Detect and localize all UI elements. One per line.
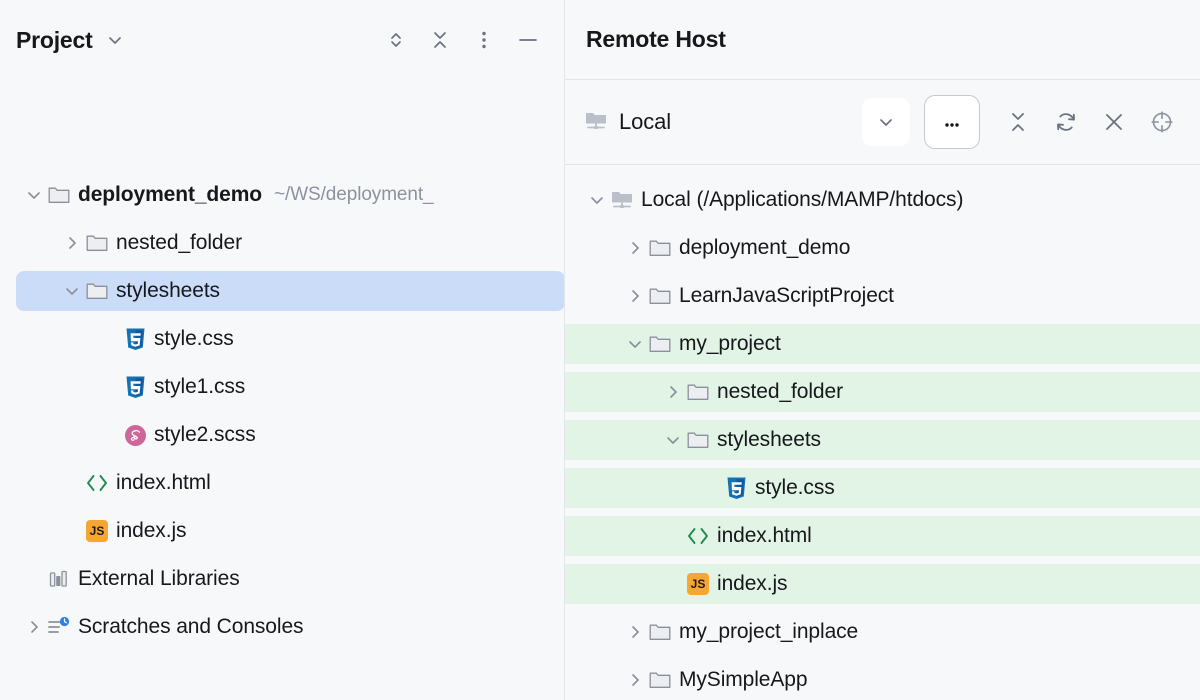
library-icon bbox=[46, 567, 72, 591]
tree-item-label: nested_folder bbox=[116, 231, 242, 254]
tree-item-label: index.js bbox=[116, 519, 187, 542]
css-icon bbox=[122, 327, 148, 351]
folder-icon bbox=[84, 279, 110, 303]
js-icon: JS bbox=[685, 572, 711, 596]
tree-item-learnjavascriptproject[interactable]: LearnJavaScriptProject bbox=[565, 276, 1200, 316]
tree-item-index-js[interactable]: JS index.js bbox=[16, 511, 564, 551]
css-icon bbox=[122, 375, 148, 399]
folder-icon bbox=[647, 332, 673, 356]
tree-item-label: index.js bbox=[717, 572, 788, 595]
tree-item-nested-folder[interactable]: nested_folder bbox=[16, 223, 564, 263]
tree-item-label: style.css bbox=[154, 327, 234, 350]
remote-host-title: Remote Host bbox=[586, 26, 726, 52]
chevron-right-icon[interactable] bbox=[623, 620, 647, 644]
tree-item-label: style.css bbox=[755, 476, 835, 499]
chevron-down-icon[interactable] bbox=[105, 30, 125, 50]
collapse-all-icon[interactable] bbox=[418, 18, 462, 62]
js-icon: JS bbox=[84, 519, 110, 543]
chevron-down-icon[interactable] bbox=[661, 428, 685, 452]
chevron-right-icon[interactable] bbox=[22, 615, 46, 639]
tree-item-label: index.html bbox=[717, 524, 812, 547]
chevron-down-icon[interactable] bbox=[22, 183, 46, 207]
tree-item-label: LearnJavaScriptProject bbox=[679, 284, 894, 307]
html-icon bbox=[84, 471, 110, 495]
tree-item-stylesheets[interactable]: stylesheets bbox=[16, 271, 564, 311]
chevron-down-icon[interactable] bbox=[862, 98, 910, 146]
tree-item-index-html[interactable]: index.html bbox=[16, 463, 564, 503]
remote-host-icon bbox=[583, 107, 609, 138]
remote-host-tree: Local (/Applications/MAMP/htdocs) deploym… bbox=[565, 165, 1200, 700]
tree-item-label: deployment_demo bbox=[78, 183, 263, 206]
tree-item-label: nested_folder bbox=[717, 380, 843, 403]
tree-item-style1-css[interactable]: style1.css bbox=[16, 367, 564, 407]
tree-item-style-css[interactable]: style.css bbox=[16, 319, 564, 359]
tree-item-label: deployment_demo bbox=[679, 236, 851, 259]
chevron-down-icon[interactable] bbox=[623, 332, 647, 356]
tree-item-mysimpleapp[interactable]: MySimpleApp bbox=[565, 660, 1200, 700]
tree-item-index-js[interactable]: JS index.js bbox=[565, 564, 1200, 604]
project-panel: Project bbox=[0, 0, 565, 700]
chevron-right-icon[interactable] bbox=[623, 668, 647, 692]
tree-item-label: stylesheets bbox=[116, 279, 220, 302]
scratches-icon bbox=[46, 615, 72, 639]
tree-item-label: style1.css bbox=[154, 375, 246, 398]
remote-host-toolbar: Local bbox=[565, 80, 1200, 165]
remote-host-header: Remote Host bbox=[565, 0, 1200, 80]
tree-item-stylesheets[interactable]: stylesheets bbox=[565, 420, 1200, 460]
tree-item-index-html[interactable]: index.html bbox=[565, 516, 1200, 556]
chevron-right-icon[interactable] bbox=[661, 380, 685, 404]
tree-item-deployment-demo[interactable]: deployment_demo ~/WS/deployment_ bbox=[16, 175, 564, 215]
hide-icon[interactable] bbox=[506, 18, 550, 62]
folder-icon bbox=[647, 668, 673, 692]
more-options-button[interactable] bbox=[924, 95, 980, 149]
tree-item-label: style2.scss bbox=[154, 423, 256, 446]
tree-item-label: Scratches and Consoles bbox=[78, 615, 304, 638]
more-options-icon[interactable] bbox=[462, 18, 506, 62]
folder-icon bbox=[46, 183, 72, 207]
tree-item-path: ~/WS/deployment_ bbox=[274, 184, 434, 205]
tree-item-style2-scss[interactable]: style2.scss bbox=[16, 415, 564, 455]
tree-item-deployment-demo[interactable]: deployment_demo bbox=[565, 228, 1200, 268]
tree-item-nested-folder[interactable]: nested_folder bbox=[565, 372, 1200, 412]
tree-item-external-libraries[interactable]: External Libraries bbox=[16, 559, 564, 599]
chevron-right-icon[interactable] bbox=[623, 284, 647, 308]
tree-item-my-project-inplace[interactable]: my_project_inplace bbox=[565, 612, 1200, 652]
tree-item-label: my_project bbox=[679, 332, 781, 355]
expand-collapse-icon[interactable] bbox=[374, 18, 418, 62]
refresh-icon[interactable] bbox=[1042, 98, 1090, 146]
remote-host-icon bbox=[609, 188, 635, 212]
server-name: Local bbox=[619, 109, 672, 134]
close-icon[interactable] bbox=[1090, 98, 1138, 146]
tree-item-label: index.html bbox=[116, 471, 211, 494]
tree-item-label: Local (/Applications/MAMP/htdocs) bbox=[641, 188, 964, 211]
locate-icon[interactable] bbox=[1138, 98, 1186, 146]
folder-icon bbox=[685, 380, 711, 404]
collapse-all-icon[interactable] bbox=[994, 98, 1042, 146]
folder-icon bbox=[647, 620, 673, 644]
tree-item-label: stylesheets bbox=[717, 428, 821, 451]
folder-icon bbox=[84, 231, 110, 255]
tree-item-style-css[interactable]: style.css bbox=[565, 468, 1200, 508]
chevron-down-icon[interactable] bbox=[60, 279, 84, 303]
folder-icon bbox=[647, 284, 673, 308]
tree-item-scratches-and-consoles[interactable]: Scratches and Consoles bbox=[16, 607, 564, 647]
chevron-right-icon[interactable] bbox=[60, 231, 84, 255]
server-selector[interactable]: Local bbox=[583, 107, 671, 138]
css-icon bbox=[723, 476, 749, 500]
folder-icon bbox=[685, 428, 711, 452]
folder-icon bbox=[647, 236, 673, 260]
remote-host-panel: Remote Host Local bbox=[565, 0, 1200, 700]
scss-icon bbox=[122, 423, 148, 447]
tree-item-label: MySimpleApp bbox=[679, 668, 808, 691]
chevron-right-icon[interactable] bbox=[623, 236, 647, 260]
project-panel-header: Project bbox=[0, 0, 564, 80]
tree-item-label: External Libraries bbox=[78, 567, 240, 590]
tree-item-my-project[interactable]: my_project bbox=[565, 324, 1200, 364]
tree-item-label: my_project_inplace bbox=[679, 620, 859, 643]
tree-item-local-applications-mamp-htdocs[interactable]: Local (/Applications/MAMP/htdocs) bbox=[565, 180, 1200, 220]
html-icon bbox=[685, 524, 711, 548]
page-title: Project bbox=[16, 26, 93, 53]
chevron-down-icon[interactable] bbox=[585, 188, 609, 212]
